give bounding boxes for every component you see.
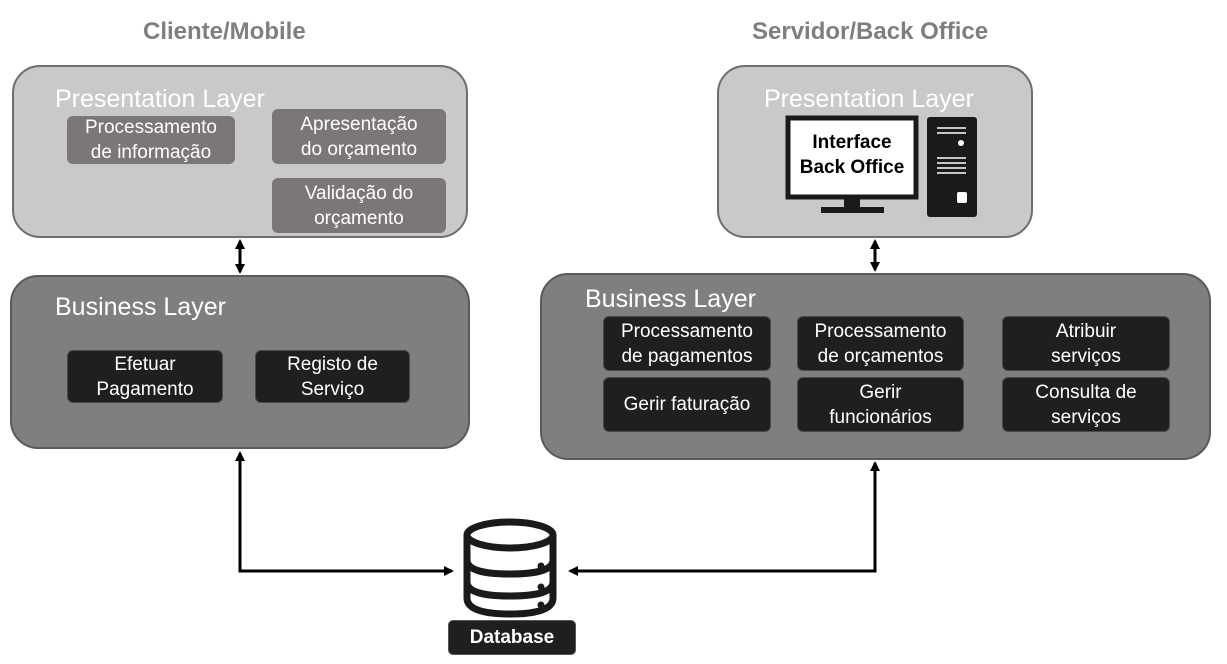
box-atribuir-servicos: Atribuir serviços [1002, 316, 1170, 371]
box-label: Validação do orçamento [304, 182, 414, 229]
box-label: Registo de Serviço [287, 353, 378, 400]
box-label: Efetuar Pagamento [96, 353, 194, 400]
database-icon [463, 518, 557, 618]
server-database-arrow [568, 461, 880, 576]
client-section-title: Cliente/Mobile [143, 18, 306, 45]
box-label: Atribuir serviços [1051, 320, 1121, 367]
box-label: Gerir funcionários [829, 381, 932, 428]
server-section-title: Servidor/Back Office [752, 18, 989, 45]
box-processamento-orcamentos: Processamento de orçamentos [797, 316, 964, 371]
client-presentation-title: Presentation Layer [55, 85, 265, 113]
box-label: Consulta de serviços [1035, 381, 1137, 428]
box-apresentacao-orcamento: Apresentação do orçamento [272, 109, 446, 164]
box-label: Processamento de informação [84, 117, 217, 163]
server-business-title: Business Layer [585, 285, 756, 313]
server-presentation-title: Presentation Layer [764, 85, 974, 113]
box-registo-servico: Registo de Serviço [255, 350, 410, 403]
box-consulta-servicos: Consulta de serviços [1002, 377, 1170, 432]
box-label: Gerir faturação [623, 394, 751, 415]
monitor-text: Interface Back Office [799, 132, 905, 178]
box-processamento-informacao: Processamento de informação [67, 116, 235, 164]
box-label: Processamento de orçamentos [814, 320, 947, 367]
box-processamento-pagamentos: Processamento de pagamentos [603, 316, 771, 371]
box-label: Processamento de pagamentos [620, 320, 753, 367]
monitor-icon [785, 115, 919, 213]
computer-tower-icon [927, 117, 977, 217]
client-business-title: Business Layer [55, 293, 226, 321]
box-efetuar-pagamento: Efetuar Pagamento [67, 350, 223, 403]
database-label: Database [448, 620, 576, 655]
box-validacao-orcamento: Validação do orçamento [272, 178, 446, 233]
box-gerir-funcionarios: Gerir funcionários [797, 377, 964, 432]
client-database-arrow [235, 451, 454, 576]
box-label: Apresentação do orçamento [300, 113, 418, 160]
box-gerir-faturacao: Gerir faturação [603, 377, 771, 432]
